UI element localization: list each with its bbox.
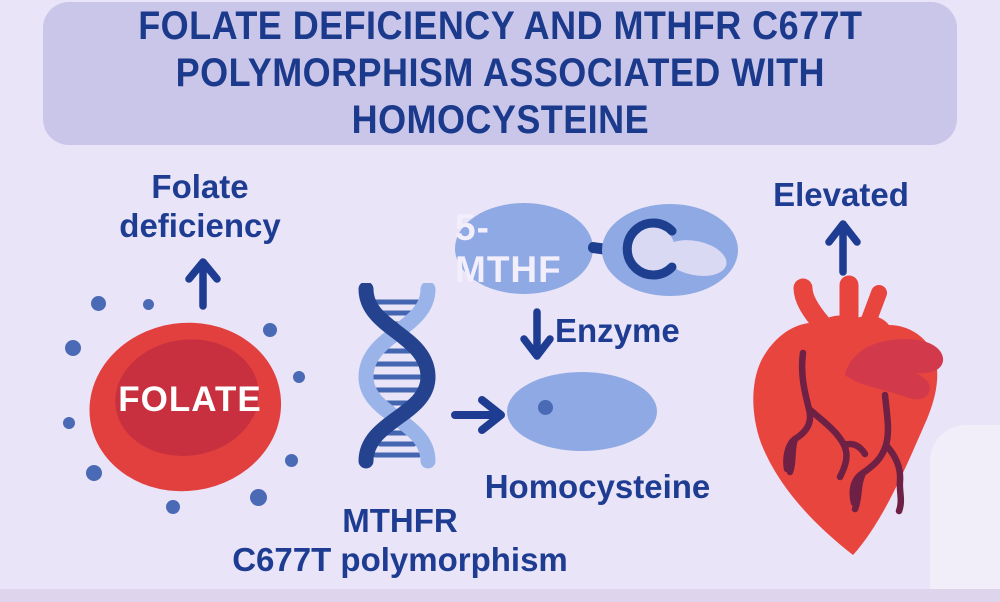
elevated-label: Elevated xyxy=(773,176,909,213)
title-line-1: FOLATE DEFICIENCY AND MTHFR C677T xyxy=(137,3,863,48)
folate-dot-icon xyxy=(166,500,180,514)
folate-dot-icon xyxy=(91,296,106,311)
folate-dot-icon xyxy=(86,465,102,481)
enzyme-label: Enzyme xyxy=(555,312,680,349)
folate-dot-icon xyxy=(263,323,277,337)
folate-dot-icon xyxy=(63,417,75,429)
folate-cell-label: FOLATE xyxy=(118,380,262,419)
up-arrow-icon xyxy=(825,220,861,276)
heart-icon xyxy=(753,275,944,555)
dna-helix-icon xyxy=(358,283,436,469)
folate-dot-icon xyxy=(293,371,305,383)
homocysteine-label: Homocysteine xyxy=(484,468,711,505)
title-banner: FOLATE DEFICIENCY AND MTHFR C677T POLYMO… xyxy=(43,2,957,145)
folate-cell-icon xyxy=(89,322,282,492)
folate-dot-icon xyxy=(143,299,154,310)
background-corner-shape xyxy=(930,425,1000,602)
folate-dot-icon xyxy=(65,340,81,356)
up-arrow-icon xyxy=(185,258,221,310)
folate-dot-icon xyxy=(285,454,298,467)
enzyme-icon xyxy=(602,204,738,296)
right-arrow-icon xyxy=(451,396,505,434)
title-line-3: HOMOCYSTEINE xyxy=(351,98,649,143)
down-arrow-icon xyxy=(520,308,554,360)
five-mthf-molecule: 5-MTHF xyxy=(455,203,593,294)
homocysteine-molecule-icon xyxy=(507,372,657,451)
mthfr-gene-label: MTHFR C677T polymorphism xyxy=(232,502,568,578)
bottom-strip xyxy=(0,589,1000,602)
title-block: FOLATE DEFICIENCY AND MTHFR C677T POLYMO… xyxy=(138,3,862,145)
molecule-dot-icon xyxy=(538,400,553,415)
five-mthf-label: 5-MTHF xyxy=(455,206,562,290)
folate-deficiency-label: Folate deficiency xyxy=(119,168,281,244)
folate-dot-icon xyxy=(250,489,267,506)
title-line-2: POLYMORPHISM ASSOCIATED WITH xyxy=(175,50,825,95)
